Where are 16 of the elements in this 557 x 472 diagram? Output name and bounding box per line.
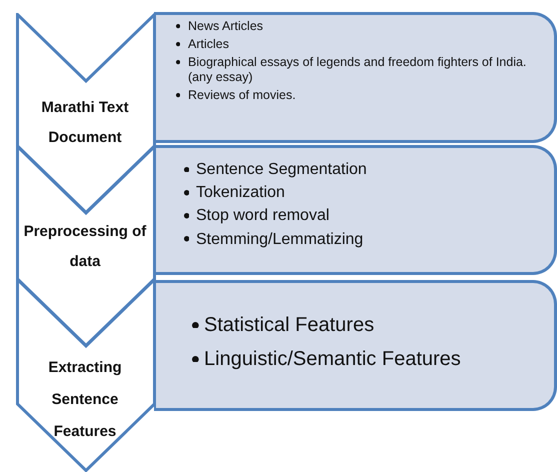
step-label: Preprocessing of data — [22, 222, 148, 272]
bullet-item: Stemming/Lemmatizing — [196, 230, 364, 248]
bullet-item: Articles — [188, 37, 229, 51]
content-panel — [154, 145, 557, 275]
bullet-item: Statistical Features — [204, 314, 374, 336]
bullet-item: Stop word removal — [196, 207, 330, 224]
step-label: Marathi Text Document — [40, 98, 130, 148]
bullet-item: News Articles — [188, 19, 264, 33]
bullet-item: Linguistic/Semantic Features — [204, 348, 461, 370]
content-panel — [154, 12, 557, 143]
bullet-item: Tokenization — [196, 184, 285, 202]
step-label: Extracting Sentence Features — [47, 358, 123, 442]
bullet-item: Biographical essays of legends and freedom fighters of India. (any essay) — [188, 55, 526, 84]
content-panel — [154, 280, 557, 411]
bullet-item: Reviews of movies. — [188, 88, 296, 102]
bullet-item: Sentence Segmentation — [196, 161, 367, 178]
